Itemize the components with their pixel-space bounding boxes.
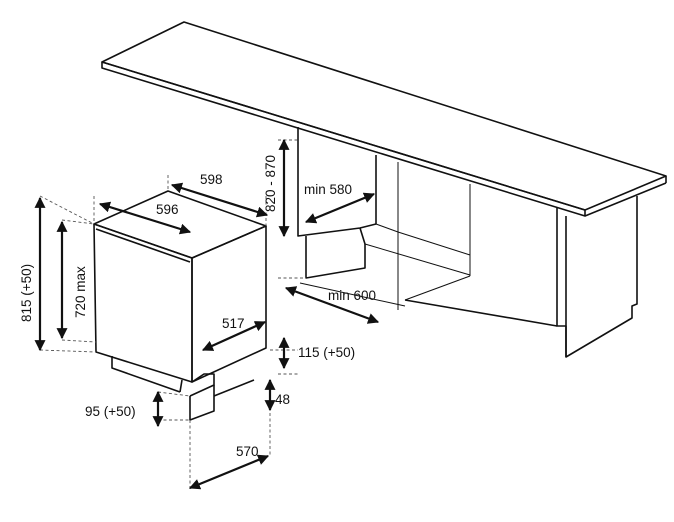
countertop <box>101 21 667 217</box>
dim-body-height: 720 max <box>73 266 88 318</box>
dim-base-depth: 570 <box>236 444 259 459</box>
dimension-arrows <box>34 138 380 490</box>
dim-total-height: 815 (+50) <box>19 264 34 322</box>
dim-height-range: 820 - 870 <box>263 155 278 212</box>
dim-width-top: 598 <box>200 172 223 187</box>
dim-niche-depth: min 600 <box>328 288 376 303</box>
dim-plinth-recess: 48 <box>275 392 290 407</box>
dim-depth-side: 517 <box>222 316 245 331</box>
dim-foot-height: 95 (+50) <box>85 404 136 419</box>
dim-plinth-height: 115 (+50) <box>298 345 355 360</box>
dim-niche-width: min 580 <box>304 182 352 197</box>
cabinet-niche <box>297 127 638 358</box>
dishwasher <box>93 190 267 421</box>
dimension-labels: 598 596 517 820 - 870 min 580 min 600 81… <box>19 155 376 459</box>
dim-width-inner: 596 <box>156 202 179 217</box>
